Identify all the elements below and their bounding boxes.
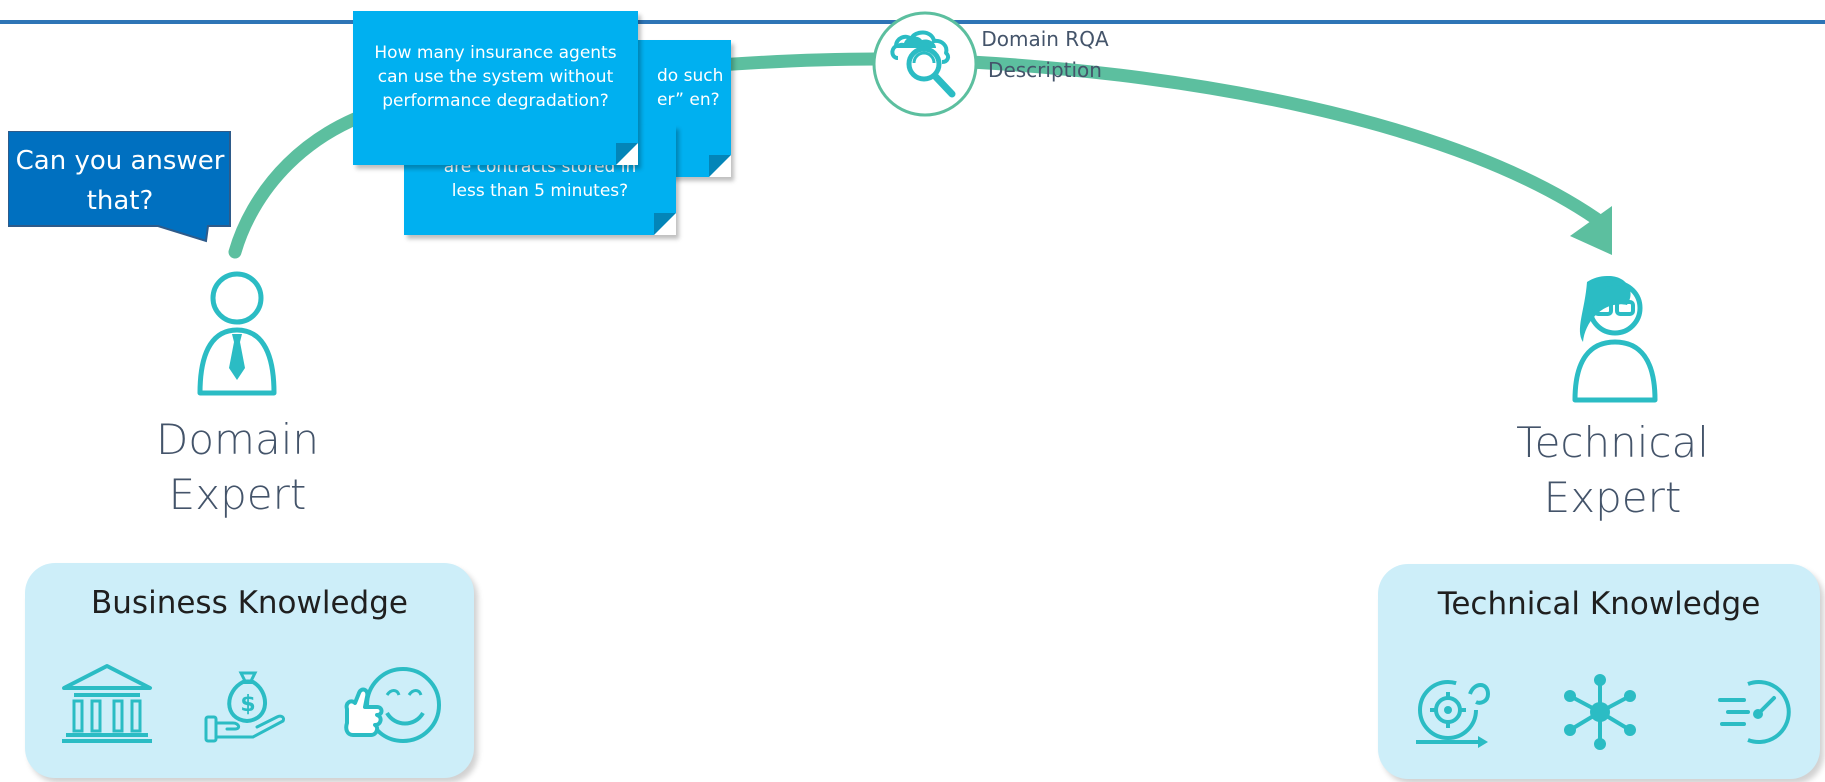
rqa-label: Domain RQA Description	[981, 27, 1109, 82]
speech-bubble	[8, 131, 231, 243]
businessman-icon	[197, 271, 277, 396]
note-front: How many insurance agents can use the sy…	[353, 11, 638, 165]
speech-bubble-text: Can you answer that?	[15, 146, 225, 216]
domain-expert-label: Domain Expert	[156, 415, 319, 519]
note-front-text: How many insurance agents can use the sy…	[374, 43, 617, 111]
happy-thumbs-up-icon	[344, 667, 441, 743]
technical-knowledge-panel: Technical Knowledge	[1378, 564, 1820, 779]
technical-knowledge-title: Technical Knowledge	[1437, 586, 1761, 622]
business-knowledge-panel: Business Knowledge $	[25, 563, 474, 778]
svg-text:$: $	[240, 692, 255, 717]
note-back-1-text: do such er” en?	[657, 66, 724, 110]
arc-path	[228, 52, 1612, 259]
cloud-magnifier-icon	[872, 11, 978, 117]
speed-gauge-icon	[1718, 680, 1791, 744]
money-bag-hand-icon: $	[204, 671, 285, 743]
network-node-icon	[1564, 674, 1636, 750]
business-knowledge-title: Business Knowledge	[91, 585, 408, 621]
technical-expert-label: Technical Expert	[1516, 418, 1709, 522]
arc-arrowhead	[1570, 206, 1612, 255]
gear-cycle-icon	[1416, 680, 1491, 748]
woman-with-glasses-icon	[1572, 275, 1658, 403]
bank-icon	[62, 664, 152, 743]
